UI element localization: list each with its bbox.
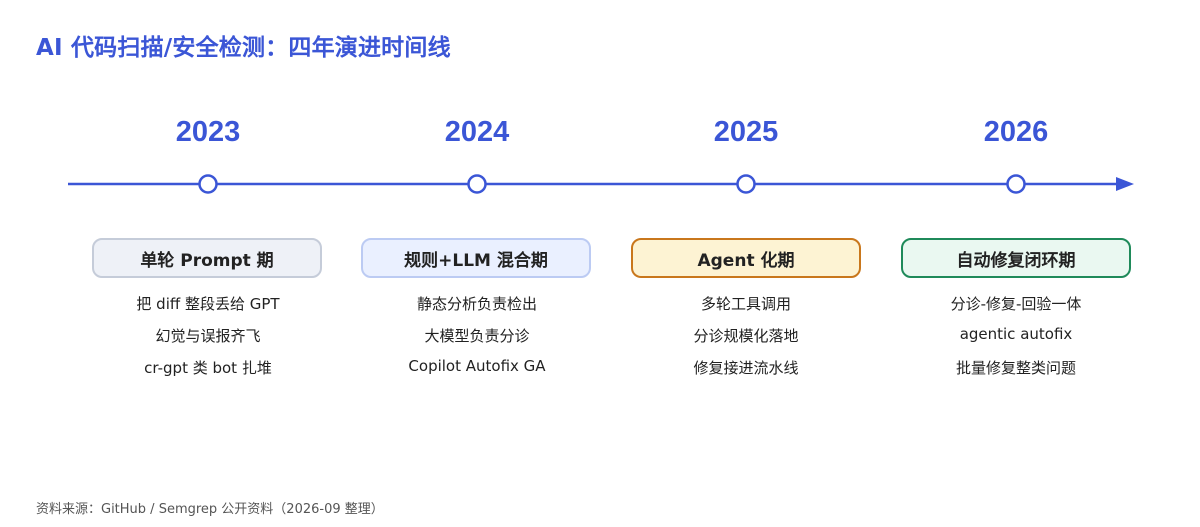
list-item-2024-1: 静态分析负责检出: [416, 295, 537, 313]
stage-2023: 单轮 Prompt 期: [92, 238, 322, 278]
stage-2026: 自动修复闭环期: [901, 238, 1131, 278]
timeline-node-2025: [736, 174, 756, 194]
year-label-2026: 2026: [983, 116, 1049, 148]
year-label-2023: 2023: [175, 116, 241, 148]
list-item-2026-3: 批量修复整类问题: [955, 359, 1076, 377]
list-item-2026-1: 分诊-修复-回验一体: [950, 295, 1082, 313]
timeline-node-2023: [198, 174, 218, 194]
list-item-2023-2: 幻觉与误报齐飞: [155, 327, 261, 345]
list-item-2025-2: 分诊规模化落地: [693, 327, 799, 345]
stage-2024: 规则+LLM 混合期: [361, 238, 591, 278]
stage-2025: Agent 化期: [631, 238, 861, 278]
timeline-node-2026: [1006, 174, 1026, 194]
list-item-2024-3: Copilot Autofix GA: [408, 357, 546, 375]
timeline-node-2024: [467, 174, 487, 194]
list-item-2026-2: agentic autofix: [959, 325, 1073, 343]
year-label-2025: 2025: [713, 116, 779, 148]
list-item-2024-2: 大模型负责分诊: [424, 327, 530, 345]
page-title: AI 代码扫描/安全检测：四年演进时间线: [36, 35, 451, 61]
year-label-2024: 2024: [444, 116, 510, 148]
list-item-2023-1: 把 diff 整段丢给 GPT: [136, 295, 280, 313]
list-item-2023-3: cr-gpt 类 bot 扎堆: [144, 359, 272, 377]
source-note: 资料来源：GitHub / Semgrep 公开资料（2026-09 整理）: [36, 502, 384, 517]
list-item-2025-3: 修复接进流水线: [693, 359, 799, 377]
timeline-arrow-icon: [1116, 177, 1134, 191]
list-item-2025-1: 多轮工具调用: [700, 295, 791, 313]
